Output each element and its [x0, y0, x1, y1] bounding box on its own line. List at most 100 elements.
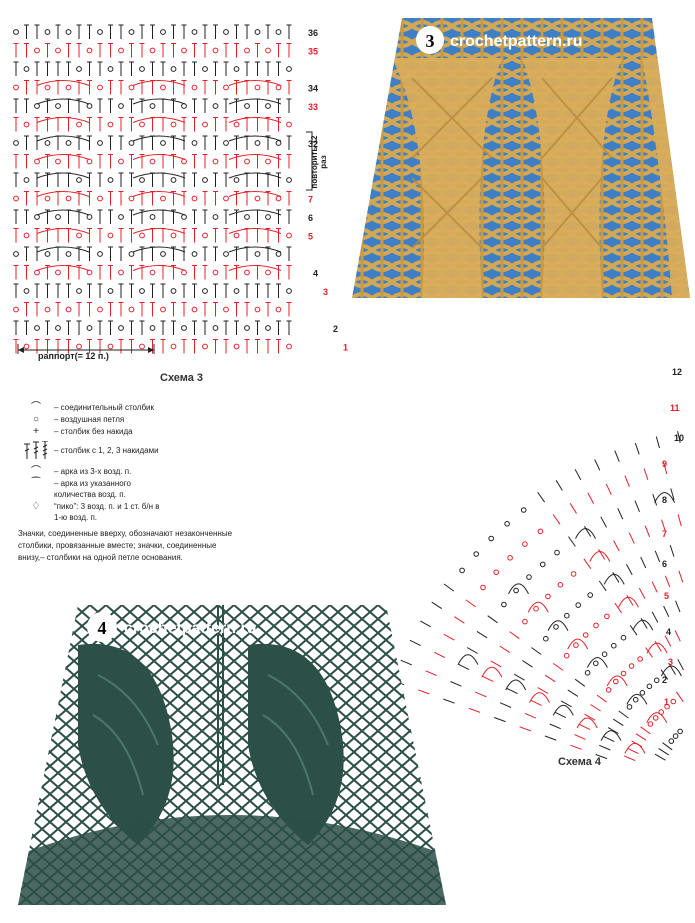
photo-3-number: 3 [426, 31, 435, 51]
row-number: 8 [662, 495, 667, 505]
stitch-post [531, 647, 542, 655]
chain-stitch [275, 195, 282, 202]
stitch-post [595, 754, 608, 760]
fan-arch [36, 191, 90, 197]
chain-stitch [76, 177, 82, 183]
legend-row: ⌒ – соединительный столбик [18, 402, 268, 413]
chain-stitch [160, 84, 166, 91]
chain-stitch [473, 551, 479, 557]
fan-arch [36, 172, 90, 179]
chain-stitch [202, 177, 208, 183]
stitch-post [664, 575, 671, 588]
stitch-post [603, 735, 615, 743]
chain-stitch [55, 269, 61, 276]
chain-stitch [233, 232, 240, 239]
chain-stitch [149, 47, 156, 54]
rapport-label: раппорт(= 12 п.) [38, 351, 109, 361]
fan-arch [228, 265, 282, 271]
stitch-post [600, 516, 607, 528]
chain-stitch [191, 195, 198, 202]
chain-stitch [191, 140, 198, 146]
chain-stitch [191, 251, 198, 257]
chain-stitch [13, 195, 19, 202]
chain-stitch [480, 584, 486, 591]
fan-arch [36, 228, 90, 234]
stitch-row [13, 24, 292, 39]
repeat-bracket: повторить 12 раз [304, 130, 338, 192]
chain-stitch [44, 84, 51, 91]
stitch-post [544, 735, 557, 741]
stitch-post [658, 747, 669, 756]
shell-fan [481, 666, 503, 678]
row-number: 1 [664, 697, 669, 707]
row-number: 4 [313, 269, 318, 279]
chain-stitch [223, 29, 229, 35]
chain-stitch [501, 601, 507, 608]
stitch-row [13, 80, 292, 95]
chain-stitch [520, 507, 527, 513]
chain-stitch [611, 642, 617, 649]
chain-stitch [97, 251, 103, 257]
row-number: 5 [308, 232, 313, 242]
chain-stitch [286, 288, 292, 294]
chain-stitch [573, 642, 579, 648]
chain-stitch [23, 343, 30, 350]
chain-stitch [212, 47, 219, 54]
chain-stitch [593, 660, 599, 667]
fan-arch [132, 209, 186, 216]
fan-arch [228, 117, 282, 123]
legend-row: ○ – воздушная петля [18, 414, 268, 425]
row-number: 2 [333, 324, 338, 334]
chain-stitch [265, 325, 271, 331]
chain-stitch [160, 251, 166, 257]
chain-stitch [128, 306, 135, 313]
fan-row [468, 514, 682, 713]
stitch-post [670, 488, 675, 501]
row-number: 4 [666, 627, 671, 637]
stitch-post [640, 726, 651, 735]
row-number: 1 [343, 343, 348, 353]
chain-stitch [233, 177, 240, 183]
chain-stitch [275, 306, 282, 313]
stitch-post [677, 431, 681, 444]
stitch-post [614, 450, 620, 462]
chain-stitch [212, 325, 219, 331]
rapport-marker: раппорт(= 12 п.) [16, 344, 161, 362]
fan-arch [36, 246, 90, 253]
chain-stitch [34, 325, 40, 331]
stitch-row [13, 135, 292, 150]
chain-stitch [202, 66, 208, 72]
arch-n-icon: ⁀ [31, 478, 41, 489]
chain-stitch [76, 343, 82, 350]
chain-stitch [593, 622, 599, 629]
chain-stitch [97, 84, 103, 91]
stitch-post [454, 616, 465, 624]
stitch-row [13, 191, 292, 206]
chain-stitch-icon: ○ [32, 414, 40, 425]
chain-stitch [107, 232, 114, 239]
fan-row [595, 659, 684, 760]
chain-stitch [223, 306, 229, 313]
stitch-post [443, 698, 455, 704]
stitch-post [626, 595, 634, 606]
shell-fan [646, 712, 668, 724]
shell-fan [646, 642, 668, 654]
stitch-post [458, 663, 470, 671]
stitch-post [644, 525, 651, 537]
shell-fan [626, 693, 648, 705]
photo-3: 3 crochetpattern.ru [352, 18, 690, 298]
chain-stitch [526, 574, 532, 580]
legend-row: ⌒ – арка из 3-х возд. п. [18, 466, 268, 477]
chain-stitch [212, 158, 219, 165]
chain-stitch [672, 733, 679, 739]
chain-stitch [149, 269, 156, 276]
stitch-post [574, 734, 586, 740]
chain-stitch [170, 177, 177, 183]
chain-stitch [13, 251, 19, 257]
chain-stitch [44, 29, 51, 35]
chain-stitch [170, 288, 177, 294]
stitch-post [677, 659, 684, 671]
stitch-post [466, 647, 478, 654]
chain-stitch [605, 687, 612, 693]
